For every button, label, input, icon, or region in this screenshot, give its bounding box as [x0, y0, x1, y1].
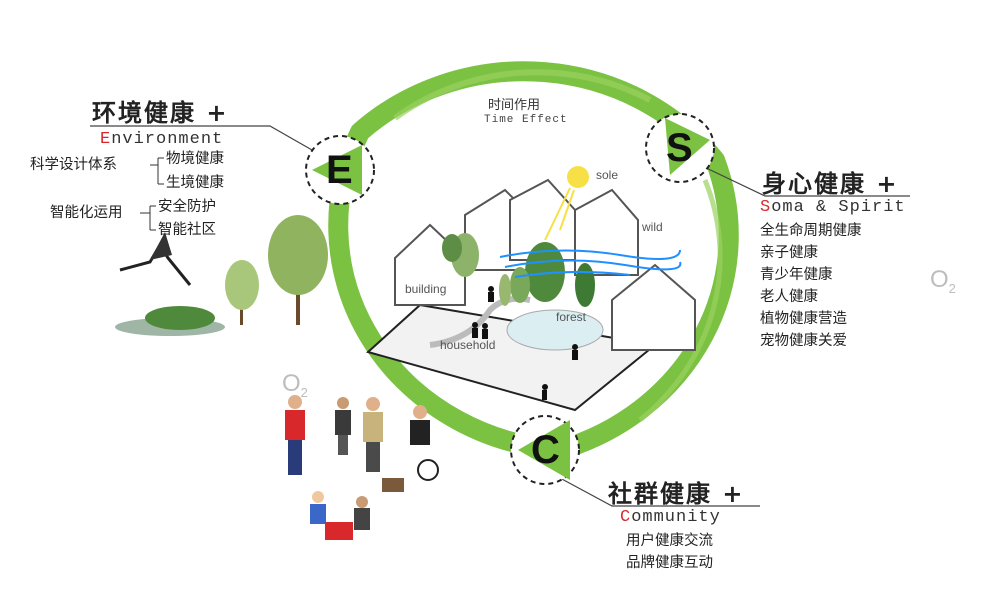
soma-title: 身心健康 +	[762, 170, 899, 198]
environment-callout-line	[90, 125, 313, 151]
soma-item-2: 亲子健康	[760, 245, 818, 261]
soma-item-6: 宠物健康关爱	[760, 333, 847, 349]
soma-subtitle: Soma & Spirit	[760, 198, 906, 217]
community-title: 社群健康 +	[608, 480, 745, 508]
house-building	[394, 178, 696, 351]
soma-item-4: 老人健康	[760, 289, 818, 305]
ring-right-stroke	[638, 179, 723, 422]
soma-callout-line	[699, 164, 910, 197]
soma-badge-arrow	[665, 118, 710, 175]
community-badge-letter: C	[531, 428, 560, 472]
scene-label-wild: wild	[642, 220, 663, 234]
scene-label-building: building	[405, 282, 447, 296]
env-item-3: 安全防护	[158, 199, 216, 215]
environment-subtitle: Environment	[100, 130, 224, 149]
community-badge-arrow	[518, 420, 570, 480]
sun-rays	[544, 187, 575, 241]
environment-badge-letter: E	[326, 148, 353, 192]
community-item-1: 用户健康交流	[626, 533, 713, 549]
scene-label-forest: forest	[556, 310, 587, 324]
bird-illustration	[119, 232, 192, 286]
tree-illustration	[225, 215, 328, 325]
o2-label-left: O2	[282, 370, 308, 400]
community-subtitle: Community	[620, 508, 721, 527]
env-group-label-1: 科学设计体系	[30, 157, 117, 173]
time-effect-en: Time Effect	[484, 114, 568, 126]
environment-badge-arrow	[312, 145, 362, 195]
environment-title: 环境健康 +	[92, 99, 229, 127]
soma-item-5: 植物健康营造	[760, 311, 847, 327]
people-illustration	[285, 395, 439, 540]
ring-inner-stroke	[393, 69, 652, 121]
env-item-4: 智能社区	[158, 222, 216, 238]
soma-item-1: 全生命周期健康	[760, 223, 862, 239]
sun	[567, 166, 589, 188]
soma-item-3: 青少年健康	[760, 267, 833, 283]
soma-badge-letter: S	[666, 126, 693, 170]
env-item-2: 生境健康	[166, 175, 224, 191]
group-bracket-2	[140, 205, 156, 231]
wind-lines	[499, 249, 682, 278]
community-callout-line	[559, 477, 760, 507]
scene-label-household: household	[440, 338, 496, 352]
group-bracket-1	[150, 157, 164, 185]
o2-label-right: O2	[930, 266, 956, 296]
env-item-1: 物境健康	[166, 151, 224, 167]
island-illustration	[115, 306, 225, 336]
time-effect-cn: 时间作用	[488, 98, 541, 113]
community-item-2: 品牌健康互动	[626, 555, 713, 571]
pond	[506, 309, 604, 351]
scene-label-sole: sole	[596, 168, 619, 182]
env-group-label-2: 智能化运用	[50, 205, 123, 221]
scene-people	[472, 286, 578, 400]
